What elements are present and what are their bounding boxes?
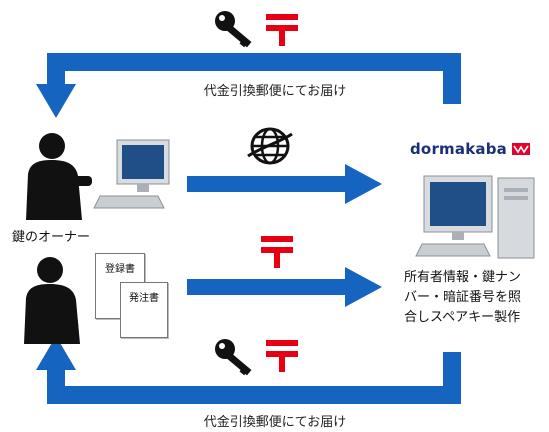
- key-icon: [215, 339, 252, 376]
- web-order-arrow-body: [187, 176, 347, 192]
- bottom-delivery-caption: 代金引換郵便にてお届け: [203, 415, 347, 430]
- brand-mark-icon: [512, 143, 531, 155]
- postal-mark-icon: [266, 340, 298, 372]
- order-form-label: 発注書: [129, 293, 159, 304]
- computer-icon: [93, 139, 170, 209]
- order-form: 発注書: [120, 282, 168, 338]
- key-icon: [215, 11, 252, 48]
- mail-order-arrow-body: [187, 279, 347, 295]
- registration-form-label: 登録書: [105, 264, 135, 275]
- bottom-return-arrow: [47, 352, 461, 404]
- owner-label: 鍵のオーナー: [12, 230, 91, 245]
- mail-order-arrowhead: [345, 267, 382, 307]
- web-order-arrowhead: [345, 164, 382, 204]
- person-icon: [24, 257, 80, 344]
- postal-mark-icon: [261, 236, 293, 268]
- top-delivery-caption: 代金引換郵便にてお届け: [203, 84, 347, 99]
- brand-logo: dormakaba: [410, 140, 531, 158]
- owner-at-computer: [26, 133, 170, 220]
- bottom-return-arrowhead: [36, 336, 76, 370]
- top-return-arrow: [47, 53, 461, 104]
- top-return-arrowhead: [36, 84, 76, 118]
- computer-icon: [415, 175, 535, 259]
- brand-name: dormakaba: [410, 140, 507, 158]
- postal-mark-icon: [266, 14, 298, 46]
- globe-icon: [247, 127, 293, 165]
- owner-with-documents: [24, 257, 80, 344]
- person-icon: [26, 133, 92, 220]
- production-note: 所有者情報・鍵ナン バー・暗証番号を照 合しスペアキー製作: [404, 270, 522, 325]
